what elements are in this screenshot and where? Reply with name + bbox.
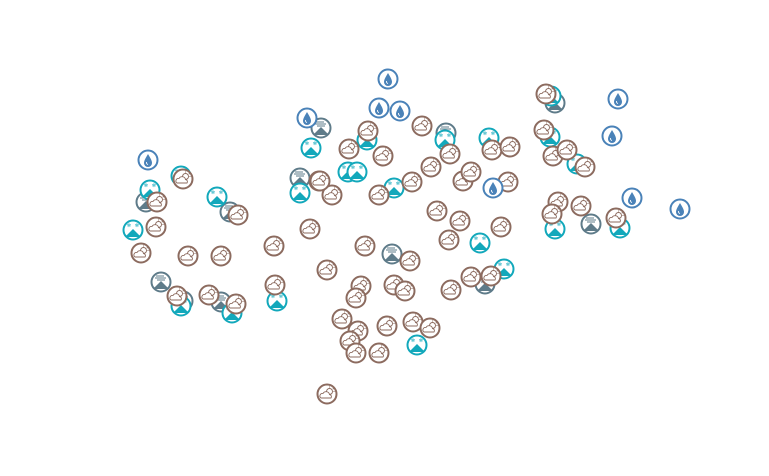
marker-snow[interactable] [289, 182, 311, 204]
marker-cloudy[interactable] [480, 265, 502, 287]
marker-rain[interactable] [389, 100, 411, 122]
marker-rain[interactable] [377, 68, 399, 90]
marker-wind[interactable] [150, 271, 172, 293]
marker-cloudy[interactable] [210, 245, 232, 267]
marker-wind[interactable] [310, 117, 332, 139]
marker-cloudy[interactable] [321, 184, 343, 206]
marker-cloudy[interactable] [166, 285, 188, 307]
marker-cloudy[interactable] [394, 280, 416, 302]
marker-cloudy[interactable] [376, 315, 398, 337]
marker-cloudy[interactable] [263, 235, 285, 257]
marker-cloudy[interactable] [533, 119, 555, 141]
marker-cloudy[interactable] [299, 218, 321, 240]
marker-cloudy[interactable] [490, 216, 512, 238]
marker-cloudy[interactable] [357, 120, 379, 142]
marker-cloudy[interactable] [227, 204, 249, 226]
marker-cloudy[interactable] [316, 259, 338, 281]
marker-rain[interactable] [137, 149, 159, 171]
marker-cloudy[interactable] [338, 138, 360, 160]
marker-rain[interactable] [296, 107, 318, 129]
marker-rain[interactable] [482, 177, 504, 199]
marker-rain[interactable] [368, 97, 390, 119]
marker-cloudy[interactable] [499, 136, 521, 158]
marker-cloudy[interactable] [368, 342, 390, 364]
marker-cloudy[interactable] [556, 139, 578, 161]
marker-cloudy[interactable] [372, 145, 394, 167]
marker-rain[interactable] [621, 187, 643, 209]
marker-snow[interactable] [346, 161, 368, 183]
marker-cloudy[interactable] [146, 191, 168, 213]
marker-rain[interactable] [607, 88, 629, 110]
marker-cloudy[interactable] [309, 170, 331, 192]
marker-cloudy[interactable] [420, 156, 442, 178]
marker-wind[interactable] [580, 213, 602, 235]
marker-cloudy[interactable] [264, 274, 286, 296]
marker-cloudy[interactable] [541, 203, 563, 225]
marker-rain[interactable] [669, 198, 691, 220]
marker-snow[interactable] [206, 186, 228, 208]
marker-cloudy[interactable] [419, 317, 441, 339]
marker-cloudy[interactable] [345, 342, 367, 364]
marker-cloudy[interactable] [438, 229, 460, 251]
marker-rain[interactable] [601, 125, 623, 147]
marker-cloudy[interactable] [460, 266, 482, 288]
marker-snow[interactable] [122, 219, 144, 241]
marker-cloudy[interactable] [574, 156, 596, 178]
marker-cloudy[interactable] [145, 216, 167, 238]
marker-cloudy[interactable] [198, 284, 220, 306]
marker-cloudy[interactable] [331, 308, 353, 330]
marker-cloudy[interactable] [426, 200, 448, 222]
marker-cloudy[interactable] [172, 168, 194, 190]
marker-cloudy[interactable] [316, 383, 338, 405]
marker-cloudy[interactable] [460, 161, 482, 183]
marker-cloudy[interactable] [449, 210, 471, 232]
marker-cloudy[interactable] [570, 195, 592, 217]
marker-cloudy[interactable] [399, 250, 421, 272]
marker-cloudy[interactable] [439, 143, 461, 165]
marker-cloudy[interactable] [225, 293, 247, 315]
marker-wind[interactable] [381, 243, 403, 265]
marker-snow[interactable] [300, 137, 322, 159]
marker-snow[interactable] [469, 232, 491, 254]
marker-cloudy[interactable] [130, 242, 152, 264]
marker-cloudy[interactable] [345, 287, 367, 309]
marker-snow[interactable] [406, 334, 428, 356]
marker-cloudy[interactable] [535, 83, 557, 105]
marker-cloudy[interactable] [177, 245, 199, 267]
marker-cloudy[interactable] [481, 139, 503, 161]
marker-cloudy[interactable] [605, 207, 627, 229]
marker-cloudy[interactable] [401, 171, 423, 193]
marker-cloudy[interactable] [368, 184, 390, 206]
marker-cloudy[interactable] [411, 115, 433, 137]
marker-cloudy[interactable] [354, 235, 376, 257]
marker-cloudy[interactable] [440, 279, 462, 301]
weather-markers [122, 68, 691, 405]
